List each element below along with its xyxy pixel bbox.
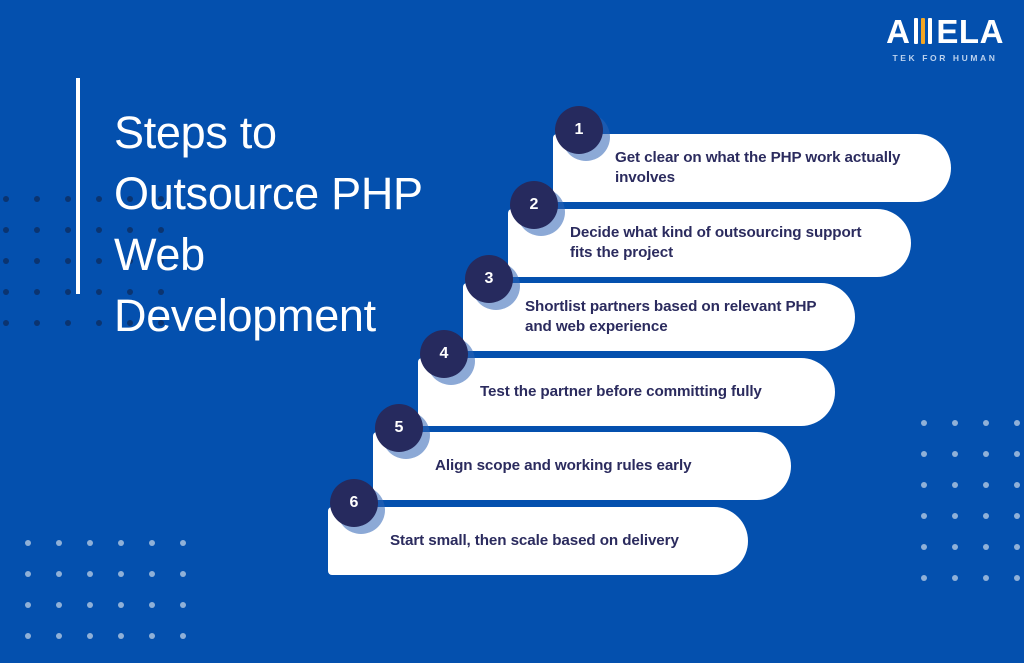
amela-logo: A ELA TEK FOR HUMAN	[876, 14, 1014, 66]
step-text: Align scope and working rules early	[435, 457, 692, 474]
dot-pattern-right	[921, 420, 1024, 606]
logo-bars-icon	[914, 18, 933, 44]
page-title: Steps to Outsource PHP Web Development	[114, 107, 422, 342]
step-card: Shortlist partners based on relevant PHP…	[463, 283, 855, 351]
step-item: Align scope and working rules early 5	[373, 404, 791, 500]
step-card: Start small, then scale based on deliver…	[328, 507, 748, 575]
step-card: Align scope and working rules early	[373, 432, 791, 500]
step-number-badge: 1	[555, 106, 603, 154]
step-text: Shortlist partners based on relevant PHP…	[525, 298, 817, 335]
step-item: Decide what kind of outsourcing support …	[508, 181, 911, 277]
logo-wordmark: A ELA	[876, 14, 1014, 48]
step-text: Start small, then scale based on deliver…	[390, 532, 679, 549]
step-number-badge: 4	[420, 330, 468, 378]
step-item: Test the partner before committing fully…	[418, 330, 835, 426]
step-number-badge: 5	[375, 404, 423, 452]
dot-pattern-bottom-left	[25, 540, 211, 663]
step-item: Get clear on what the PHP work actually …	[553, 106, 951, 202]
step-item: Shortlist partners based on relevant PHP…	[463, 255, 855, 351]
logo-letters-ela: ELA	[936, 12, 1004, 50]
step-number-badge: 3	[465, 255, 513, 303]
step-text: Decide what kind of outsourcing support …	[570, 224, 862, 261]
logo-tagline: TEK FOR HUMAN	[892, 53, 998, 63]
step-card: Decide what kind of outsourcing support …	[508, 209, 911, 277]
step-text: Get clear on what the PHP work actually …	[615, 149, 901, 186]
step-card: Get clear on what the PHP work actually …	[553, 134, 951, 202]
step-number-badge: 2	[510, 181, 558, 229]
step-text: Test the partner before committing fully	[480, 383, 762, 400]
headline-accent-rule	[76, 78, 80, 294]
step-card: Test the partner before committing fully	[418, 358, 835, 426]
step-item: Start small, then scale based on deliver…	[328, 479, 748, 575]
step-number-badge: 6	[330, 479, 378, 527]
logo-letter-a: A	[886, 12, 911, 50]
